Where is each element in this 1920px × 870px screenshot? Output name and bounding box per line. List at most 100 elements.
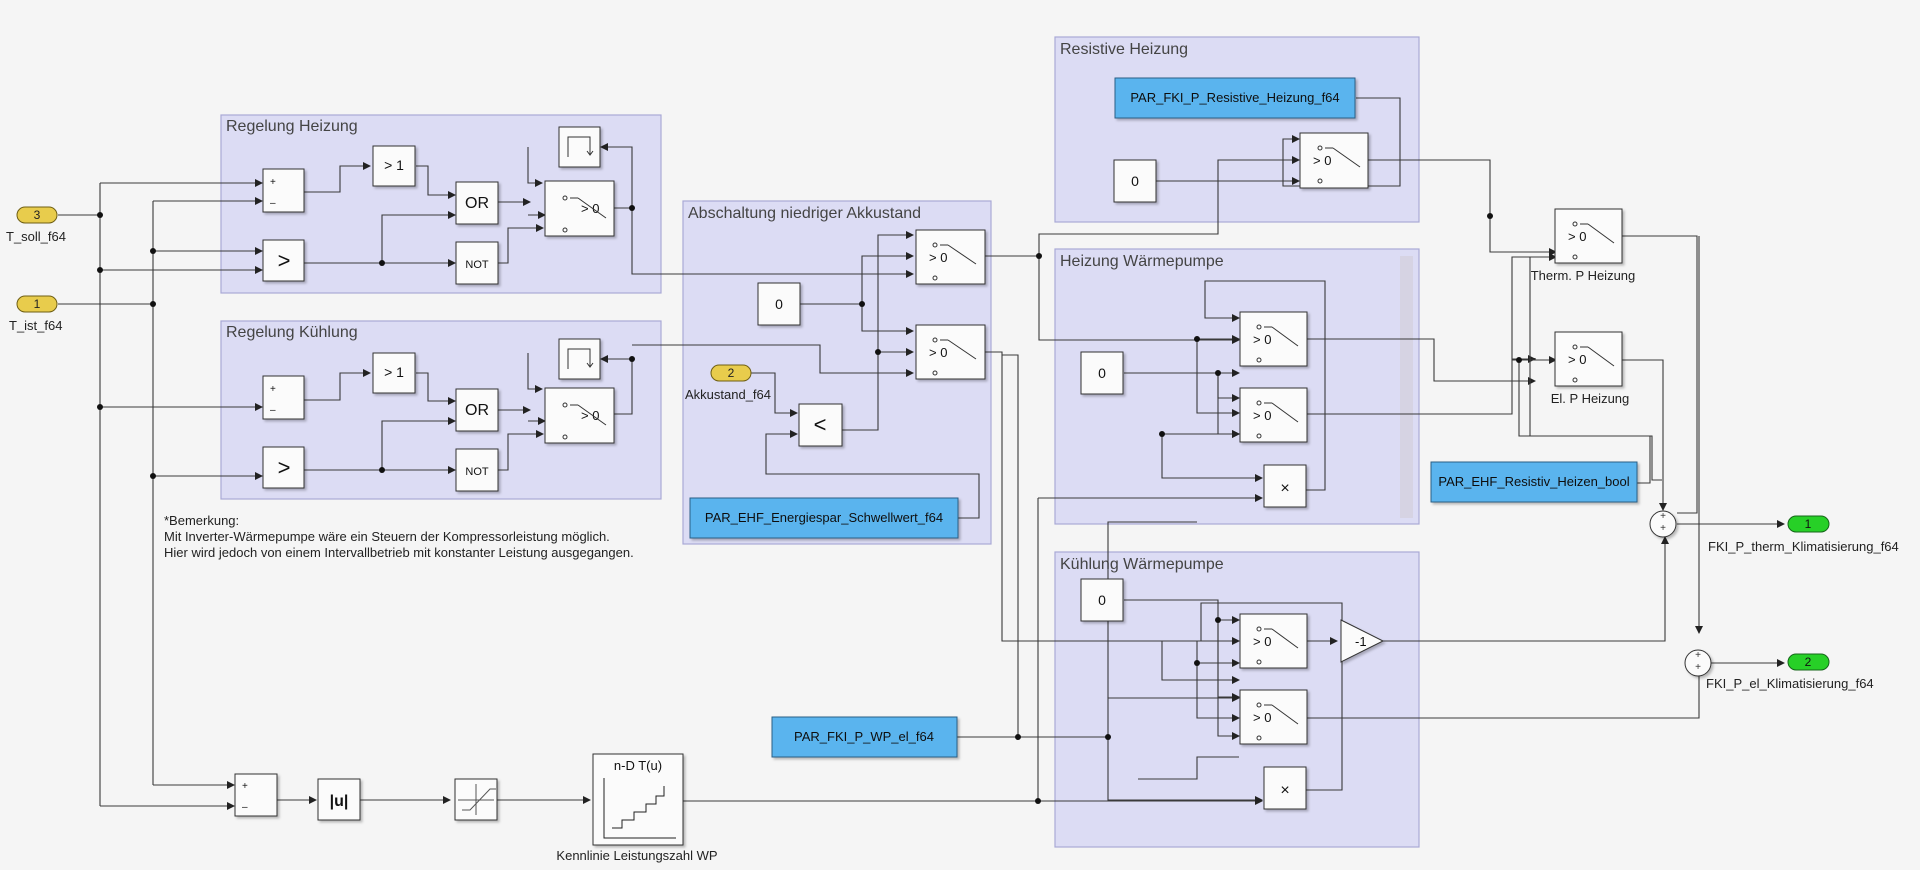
abs-label: |u|: [330, 793, 349, 810]
compare-gt1-block[interactable]: [372, 352, 416, 394]
logical-not-block[interactable]: [455, 448, 499, 492]
switch-threshold: > 0: [929, 345, 947, 360]
gain-block[interactable]: -1: [1340, 619, 1385, 663]
switch-icon: [932, 337, 977, 376]
unit-delay-block[interactable]: [558, 126, 601, 168]
switch-block[interactable]: [1554, 208, 1623, 264]
constant-name: PAR_FKI_P_Resistive_Heizung_f64: [1130, 90, 1339, 105]
constant-par-energiespar-schwellwert[interactable]: PAR_EHF_Energiespar_Schwellwert_f64: [689, 497, 959, 539]
switch-icon: [1572, 344, 1615, 383]
inport-t-soll[interactable]: 3 T_soll_f64: [6, 206, 66, 244]
constant-zero-block[interactable]: [1113, 159, 1157, 203]
block-labels: + – + – + – > > < > 1 > 1 OR NOT OR NOT …: [242, 153, 1586, 813]
port-name: FKI_P_therm_Klimatisierung_f64: [1708, 539, 1899, 554]
sum-block[interactable]: [262, 375, 305, 420]
product-block[interactable]: [1263, 464, 1307, 508]
compare-label: > 1: [384, 157, 404, 173]
compare-gt1-block[interactable]: [372, 145, 416, 187]
subsystem-title: Heizung Wärmepumpe: [1060, 253, 1224, 270]
logical-or-block[interactable]: [455, 181, 499, 225]
switch-block[interactable]: [1299, 132, 1369, 189]
el-p-heizung-label: El. P Heizung: [1551, 391, 1630, 406]
switch-threshold: > 0: [1313, 153, 1331, 168]
constant-name: PAR_EHF_Resistiv_Heizen_bool: [1438, 474, 1629, 489]
switch-block[interactable]: [915, 229, 986, 285]
not-label: NOT: [465, 259, 489, 271]
port-number: 2: [1805, 655, 1812, 669]
saturation-icon: [458, 784, 496, 815]
switch-icon: [1572, 221, 1615, 260]
plus-sign: +: [1660, 523, 1666, 534]
sum-block[interactable]: [262, 168, 305, 213]
switch-block[interactable]: [1554, 331, 1623, 387]
switch-icon: [1256, 626, 1299, 665]
subsystem-title: Kühlung Wärmepumpe: [1060, 556, 1224, 573]
logical-not-block[interactable]: [455, 241, 499, 285]
switch-block[interactable]: [544, 180, 615, 237]
switch-block[interactable]: [1239, 689, 1308, 745]
sum-block[interactable]: [234, 773, 278, 817]
inport-akkustand[interactable]: 2 Akkustand_f64: [685, 364, 771, 402]
switch-block[interactable]: [915, 324, 986, 380]
switch-block[interactable]: [1239, 311, 1308, 367]
constant-zero-block[interactable]: [1080, 351, 1124, 395]
product-block[interactable]: [1263, 766, 1307, 810]
switch-icon: [1317, 145, 1361, 184]
abs-block[interactable]: [317, 778, 361, 821]
relational-greater-block[interactable]: [262, 239, 305, 282]
port-name: Akkustand_f64: [685, 387, 771, 402]
subsystem-title: Abschaltung niedriger Akkustand: [688, 205, 921, 222]
compare-label: > 1: [384, 364, 404, 380]
lookup-curve-icon: [603, 778, 676, 839]
sum-circle-therm[interactable]: + +: [1649, 510, 1677, 538]
switch-block[interactable]: [1239, 613, 1308, 669]
port-number: 3: [34, 208, 41, 222]
switch-block[interactable]: [1239, 387, 1308, 443]
constant-par-resistiv-heizen-bool[interactable]: PAR_EHF_Resistiv_Heizen_bool: [1430, 461, 1638, 503]
subsystem-title: Regelung Heizung: [226, 118, 358, 135]
sum-circle-el[interactable]: + +: [1684, 649, 1712, 677]
switch-threshold: > 0: [1253, 332, 1271, 347]
multiply-label: ×: [1280, 480, 1289, 497]
or-label: OR: [465, 195, 489, 212]
relational-greater-block[interactable]: [262, 446, 305, 489]
constant-par-resistive-heizung[interactable]: PAR_FKI_P_Resistive_Heizung_f64: [1114, 77, 1356, 119]
switch-icon: [1256, 324, 1299, 363]
operator-label: >: [278, 248, 291, 273]
switch-threshold: > 0: [581, 201, 599, 216]
switch-threshold: > 0: [1568, 352, 1586, 367]
constant-value: 0: [1131, 173, 1139, 189]
port-number: 1: [1805, 517, 1812, 531]
lookup-table-block[interactable]: [592, 753, 684, 846]
logical-or-block[interactable]: [455, 388, 499, 432]
scrollbar[interactable]: [1400, 256, 1413, 518]
constant-zero-block[interactable]: [757, 282, 801, 326]
inport-t-ist[interactable]: 1 T_ist_f64: [9, 295, 62, 333]
constant-value: 0: [1098, 592, 1106, 608]
outport-el[interactable]: 2 FKI_P_el_Klimatisierung_f64: [1706, 653, 1874, 691]
outport-therm[interactable]: 1 FKI_P_therm_Klimatisierung_f64: [1708, 515, 1899, 554]
minus-sign: –: [270, 198, 276, 209]
port-name: FKI_P_el_Klimatisierung_f64: [1706, 676, 1874, 691]
plus-sign: +: [1660, 511, 1666, 522]
port-number: 1: [34, 297, 41, 311]
switch-threshold: > 0: [1253, 634, 1271, 649]
minus-sign: –: [242, 802, 248, 813]
switch-icon: [562, 195, 607, 233]
unit-delay-block[interactable]: [558, 338, 601, 380]
port-number: 2: [728, 366, 735, 380]
switch-block[interactable]: [544, 387, 615, 444]
plus-sign: +: [1695, 650, 1701, 661]
subsystem-resistive-heizung[interactable]: Resistive Heizung: [1054, 36, 1420, 223]
relational-less-block[interactable]: [798, 403, 843, 447]
kennlinie-label: Kennlinie Leistungszahl WP: [556, 848, 717, 863]
delay-icon: [567, 348, 594, 369]
multiply-label: ×: [1280, 782, 1289, 799]
constant-par-wp-el[interactable]: PAR_FKI_P_WP_el_f64: [771, 716, 958, 758]
switch-icon: [562, 402, 607, 440]
subsystem-title: Resistive Heizung: [1060, 41, 1188, 58]
switch-threshold: > 0: [1253, 710, 1271, 725]
constant-zero-block[interactable]: [1080, 578, 1124, 622]
lookup-title: n-D T(u): [614, 758, 662, 773]
switch-icons: [458, 136, 1615, 839]
